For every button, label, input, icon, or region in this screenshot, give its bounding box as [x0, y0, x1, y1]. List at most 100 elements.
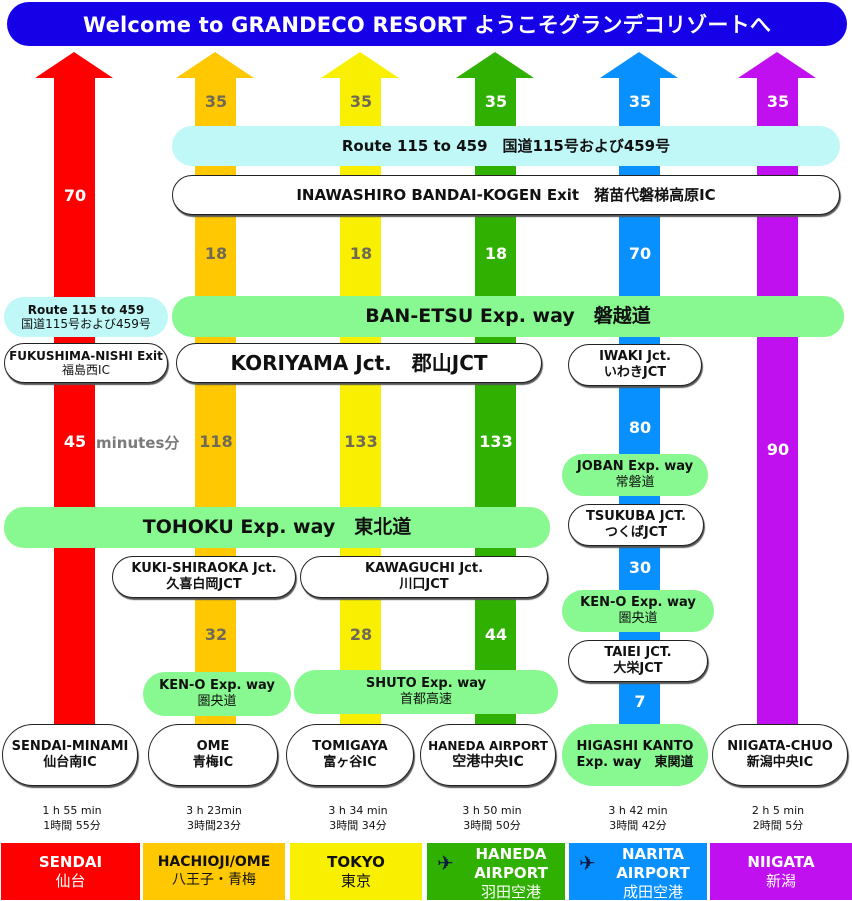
tsukuba-jp: つくばJCT	[605, 525, 667, 541]
total-time-narita: 3 h 42 min 3時間 42分	[568, 803, 708, 834]
tsukuba-en: TSUKUBA JCT.	[586, 509, 686, 525]
start-ic-en: NIIGATA-CHUO	[727, 739, 833, 755]
time-jp: 1時間 55分	[2, 818, 142, 833]
time-jp: 3時間 50分	[422, 818, 562, 833]
segment-minutes: 70	[45, 186, 105, 205]
arrow-shaft-sendai	[54, 77, 95, 727]
segment-minutes: 35	[610, 92, 670, 111]
fukushima-en: FUKUSHIMA-NISHI Exit	[9, 349, 163, 363]
segment-minutes: 133	[466, 432, 526, 451]
origin-en: HACHIOJI/OME	[158, 854, 271, 872]
arrow-head-hachioji	[176, 52, 254, 78]
time-en: 3 h 42 min	[568, 803, 708, 818]
origin-box-haneda: ✈ HANEDA AIRPORT 羽田空港	[427, 843, 565, 900]
iwaki-jct: IWAKI Jct. いわきJCT	[568, 344, 702, 386]
time-jp: 2時間 5分	[708, 818, 848, 833]
keno-right-en: KEN-O Exp. way	[580, 595, 696, 611]
origin-jp: 羽田空港	[481, 883, 541, 901]
shuto-en: SHUTO Exp. way	[366, 676, 486, 692]
start-ic-sendai-minami: SENDAI-MINAMI 仙台南IC	[2, 724, 138, 786]
route-115-459-left: Route 115 to 459 国道115号および459号	[4, 297, 168, 337]
start-ic-ome: OME 青梅IC	[148, 724, 278, 786]
start-ic-en: HANEDA AIRPORT	[428, 739, 548, 753]
segment-minutes: 28	[331, 625, 391, 644]
banetsu-label: BAN-ETSU Exp. way 磐越道	[365, 305, 650, 328]
origin-box-sendai: SENDAI 仙台	[1, 843, 140, 900]
total-time-sendai: 1 h 55 min 1時間 55分	[2, 803, 142, 834]
time-jp: 3時間 42分	[568, 818, 708, 833]
arrow-head-narita	[600, 52, 678, 78]
airplane-icon: ✈	[579, 851, 596, 876]
segment-minutes: 133	[331, 432, 391, 451]
start-ic-en: OME	[197, 739, 230, 755]
segment-minutes: 35	[748, 92, 808, 111]
time-en: 3 h 34 min	[288, 803, 428, 818]
total-time-hachioji: 3 h 23min 3時間23分	[144, 803, 284, 834]
taiei-en: TAIEI JCT.	[604, 645, 671, 661]
segment-minutes: 70	[610, 244, 670, 263]
tohoku-label: TOHOKU Exp. way 東北道	[143, 516, 411, 539]
taiei-jp: 大栄JCT	[613, 661, 662, 677]
time-en: 3 h 50 min	[422, 803, 562, 818]
arrow-head-haneda	[456, 52, 534, 78]
time-jp: 3時間 34分	[288, 818, 428, 833]
segment-minutes: 30	[610, 558, 670, 577]
keno-expressway-left: KEN-O Exp. way 圏央道	[143, 672, 291, 716]
tsukuba-jct: TSUKUBA JCT. つくばJCT	[568, 504, 704, 546]
kawaguchi-jct: KAWAGUCHI Jct. 川口JCT	[300, 556, 548, 598]
keno-left-jp: 圏央道	[197, 694, 236, 710]
kawaguchi-jp: 川口JCT	[399, 577, 448, 593]
origin-jp: 八王子・青梅	[172, 872, 256, 890]
joban-en: JOBAN Exp. way	[577, 459, 693, 475]
fukushima-jp: 福島西IC	[62, 363, 110, 377]
inawashiro-exit-band: INAWASHIRO BANDAI-KOGEN Exit 猪苗代磐梯高原IC	[172, 175, 840, 215]
route-left-jp: 国道115号および459号	[21, 317, 151, 331]
origin-en: TOKYO	[327, 853, 385, 872]
route-left-en: Route 115 to 459	[28, 303, 145, 317]
segment-minutes: 80	[610, 418, 670, 437]
origin-box-hachioji: HACHIOJI/OME 八王子・青梅	[143, 843, 285, 900]
segment-minutes: 35	[186, 92, 246, 111]
origin-box-niigata: NIIGATA 新潟	[710, 843, 852, 900]
start-ic-jp: 仙台南IC	[43, 755, 96, 771]
segment-minutes: 18	[186, 244, 246, 263]
keno-left-en: KEN-O Exp. way	[159, 678, 275, 694]
origin-en: NIIGATA	[747, 853, 814, 872]
segment-minutes: 90	[748, 440, 808, 459]
time-en: 3 h 23min	[144, 803, 284, 818]
start-ic-jp: Exp. way 東関道	[577, 755, 694, 771]
origin-jp: 東京	[341, 872, 371, 891]
time-jp: 3時間23分	[144, 818, 284, 833]
welcome-title: Welcome to GRANDECO RESORT ようこそグランデコリゾート…	[83, 9, 771, 39]
origin-en: HANEDA AIRPORT	[466, 845, 556, 883]
segment-minutes: 35	[331, 92, 391, 111]
joban-expressway: JOBAN Exp. way 常磐道	[562, 454, 708, 496]
segment-minutes: 7	[610, 692, 670, 711]
arrow-head-tokyo	[321, 52, 399, 78]
origin-jp: 新潟	[766, 872, 796, 891]
origin-jp: 成田空港	[623, 883, 683, 901]
time-en: 2 h 5 min	[708, 803, 848, 818]
route-115-459-band: Route 115 to 459 国道115号および459号	[172, 126, 840, 166]
iwaki-en: IWAKI Jct.	[599, 349, 671, 365]
start-ic-en: TOMIGAYA	[312, 739, 387, 755]
tohoku-expressway-band: TOHOKU Exp. way 東北道	[4, 507, 550, 548]
keno-right-jp: 圏央道	[618, 611, 657, 627]
total-time-haneda: 3 h 50 min 3時間 50分	[422, 803, 562, 834]
iwaki-jp: いわきJCT	[604, 365, 666, 381]
taiei-jct: TAIEI JCT. 大栄JCT	[568, 640, 708, 682]
start-ic-en: SENDAI-MINAMI	[12, 739, 129, 755]
total-time-tokyo: 3 h 34 min 3時間 34分	[288, 803, 428, 834]
joban-jp: 常磐道	[615, 475, 654, 491]
airplane-icon: ✈	[437, 851, 454, 876]
welcome-banner: Welcome to GRANDECO RESORT ようこそグランデコリゾート…	[7, 2, 847, 46]
start-ic-en: HIGASHI KANTO	[577, 739, 694, 755]
start-ic-jp: 空港中央IC	[452, 754, 523, 771]
start-ic-jp: 青梅IC	[193, 755, 233, 771]
fukushima-nishi-exit: FUKUSHIMA-NISHI Exit 福島西IC	[4, 343, 168, 383]
shuto-expressway: SHUTO Exp. way 首都高速	[294, 670, 558, 714]
inawashiro-exit-label: INAWASHIRO BANDAI-KOGEN Exit 猪苗代磐梯高原IC	[296, 186, 715, 204]
origin-box-narita: ✈ NARITA AIRPORT 成田空港	[569, 843, 707, 900]
segment-minutes: 18	[466, 244, 526, 263]
start-ic-tomigaya: TOMIGAYA 富ヶ谷IC	[286, 724, 414, 786]
